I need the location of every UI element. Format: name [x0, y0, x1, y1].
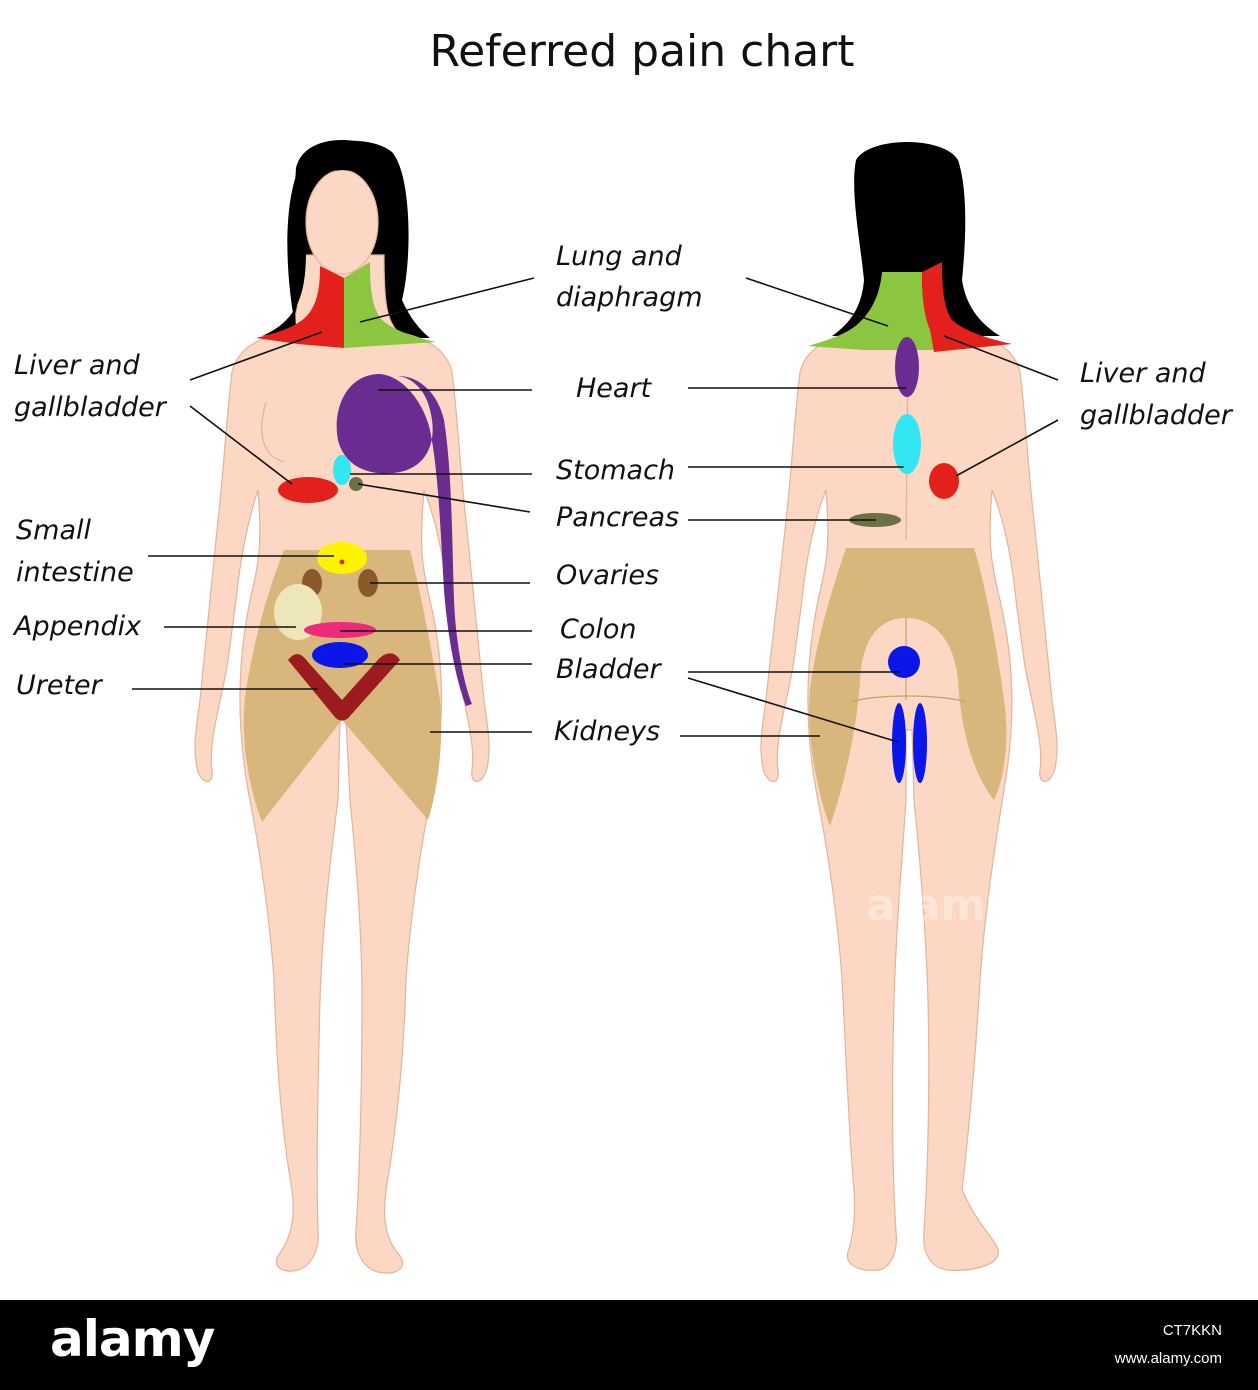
- back-body: [760, 254, 1058, 1271]
- back-zone-lung-neck: [808, 272, 934, 350]
- leader-bladder-kidneys-back: [687, 677, 899, 743]
- leader-lung-front: [359, 277, 535, 323]
- leader-liver-back: [955, 419, 1059, 477]
- front-breast-contour: [261, 401, 285, 463]
- back-hair: [832, 142, 1000, 336]
- front-pancreas: [349, 477, 363, 491]
- label-pancreas: Pancreas: [556, 502, 679, 533]
- label-ovaries: Ovaries: [556, 560, 659, 591]
- front-figure: [194, 140, 490, 1274]
- back-zone-liver-neck: [922, 262, 1012, 352]
- back-liver: [929, 463, 959, 499]
- front-zone-liver-neck: [256, 266, 344, 348]
- label-small-intestine-line2: intestine: [16, 557, 134, 588]
- back-bladder: [888, 646, 920, 678]
- leader-lines: [132, 277, 1059, 743]
- leader-liver-neck-back: [943, 335, 1059, 381]
- watermark-text: alamy: [866, 880, 1015, 931]
- back-stomach: [893, 414, 921, 474]
- back-kidney-left: [892, 703, 906, 783]
- back-zone-hips: [809, 548, 1007, 826]
- back-heart: [895, 337, 919, 397]
- label-liver-left-line2: gallbladder: [14, 392, 168, 423]
- footer-bar: alamy CT7KKN www.alamy.com: [0, 1300, 1258, 1390]
- leader-pancreas-front: [357, 483, 531, 513]
- diagram-canvas: Referred pain chart: [12, 26, 1234, 1274]
- front-heart: [336, 374, 472, 706]
- label-lung-line1: Lung and: [556, 241, 683, 272]
- front-small-intestine: [317, 542, 367, 574]
- back-kidney-right: [913, 703, 927, 783]
- front-face: [305, 169, 379, 275]
- front-zone-lung-neck: [344, 262, 436, 348]
- label-liver-left-line1: Liver and: [14, 350, 140, 381]
- leader-liver-front: [189, 405, 293, 485]
- label-bladder: Bladder: [556, 654, 662, 685]
- front-bladder: [312, 642, 368, 668]
- leader-liver-neck-front: [189, 331, 323, 381]
- label-liver-right-line1: Liver and: [1080, 358, 1206, 389]
- label-small-intestine-line1: Small: [16, 515, 91, 546]
- back-figure: [760, 142, 1058, 1271]
- front-ureter: [288, 653, 400, 721]
- label-ureter: Ureter: [16, 670, 104, 701]
- footer-logo: alamy: [50, 1310, 215, 1368]
- label-heart: Heart: [576, 373, 653, 404]
- page-title: Referred pain chart: [429, 26, 854, 77]
- labels: Lung and diaphragm Liver and gallbladder…: [12, 241, 1234, 747]
- footer-image-code: CT7KKN: [1162, 1322, 1222, 1339]
- front-stomach: [333, 455, 351, 485]
- front-ovary-right: [358, 569, 378, 597]
- front-hair-left-lock: [262, 240, 306, 336]
- label-lung-line2: diaphragm: [556, 282, 703, 313]
- label-appendix: Appendix: [12, 611, 142, 642]
- leader-lung-back: [745, 277, 889, 327]
- label-kidneys: Kidneys: [554, 716, 660, 747]
- label-liver-right-line2: gallbladder: [1080, 400, 1234, 431]
- front-zone-hips: [243, 550, 442, 822]
- front-hair-strands: [294, 140, 392, 200]
- front-navel: [339, 559, 345, 565]
- footer-site: www.alamy.com: [1114, 1350, 1222, 1367]
- label-colon: Colon: [560, 614, 637, 645]
- front-liver: [278, 477, 338, 503]
- front-colon: [304, 622, 376, 638]
- label-stomach: Stomach: [556, 455, 675, 486]
